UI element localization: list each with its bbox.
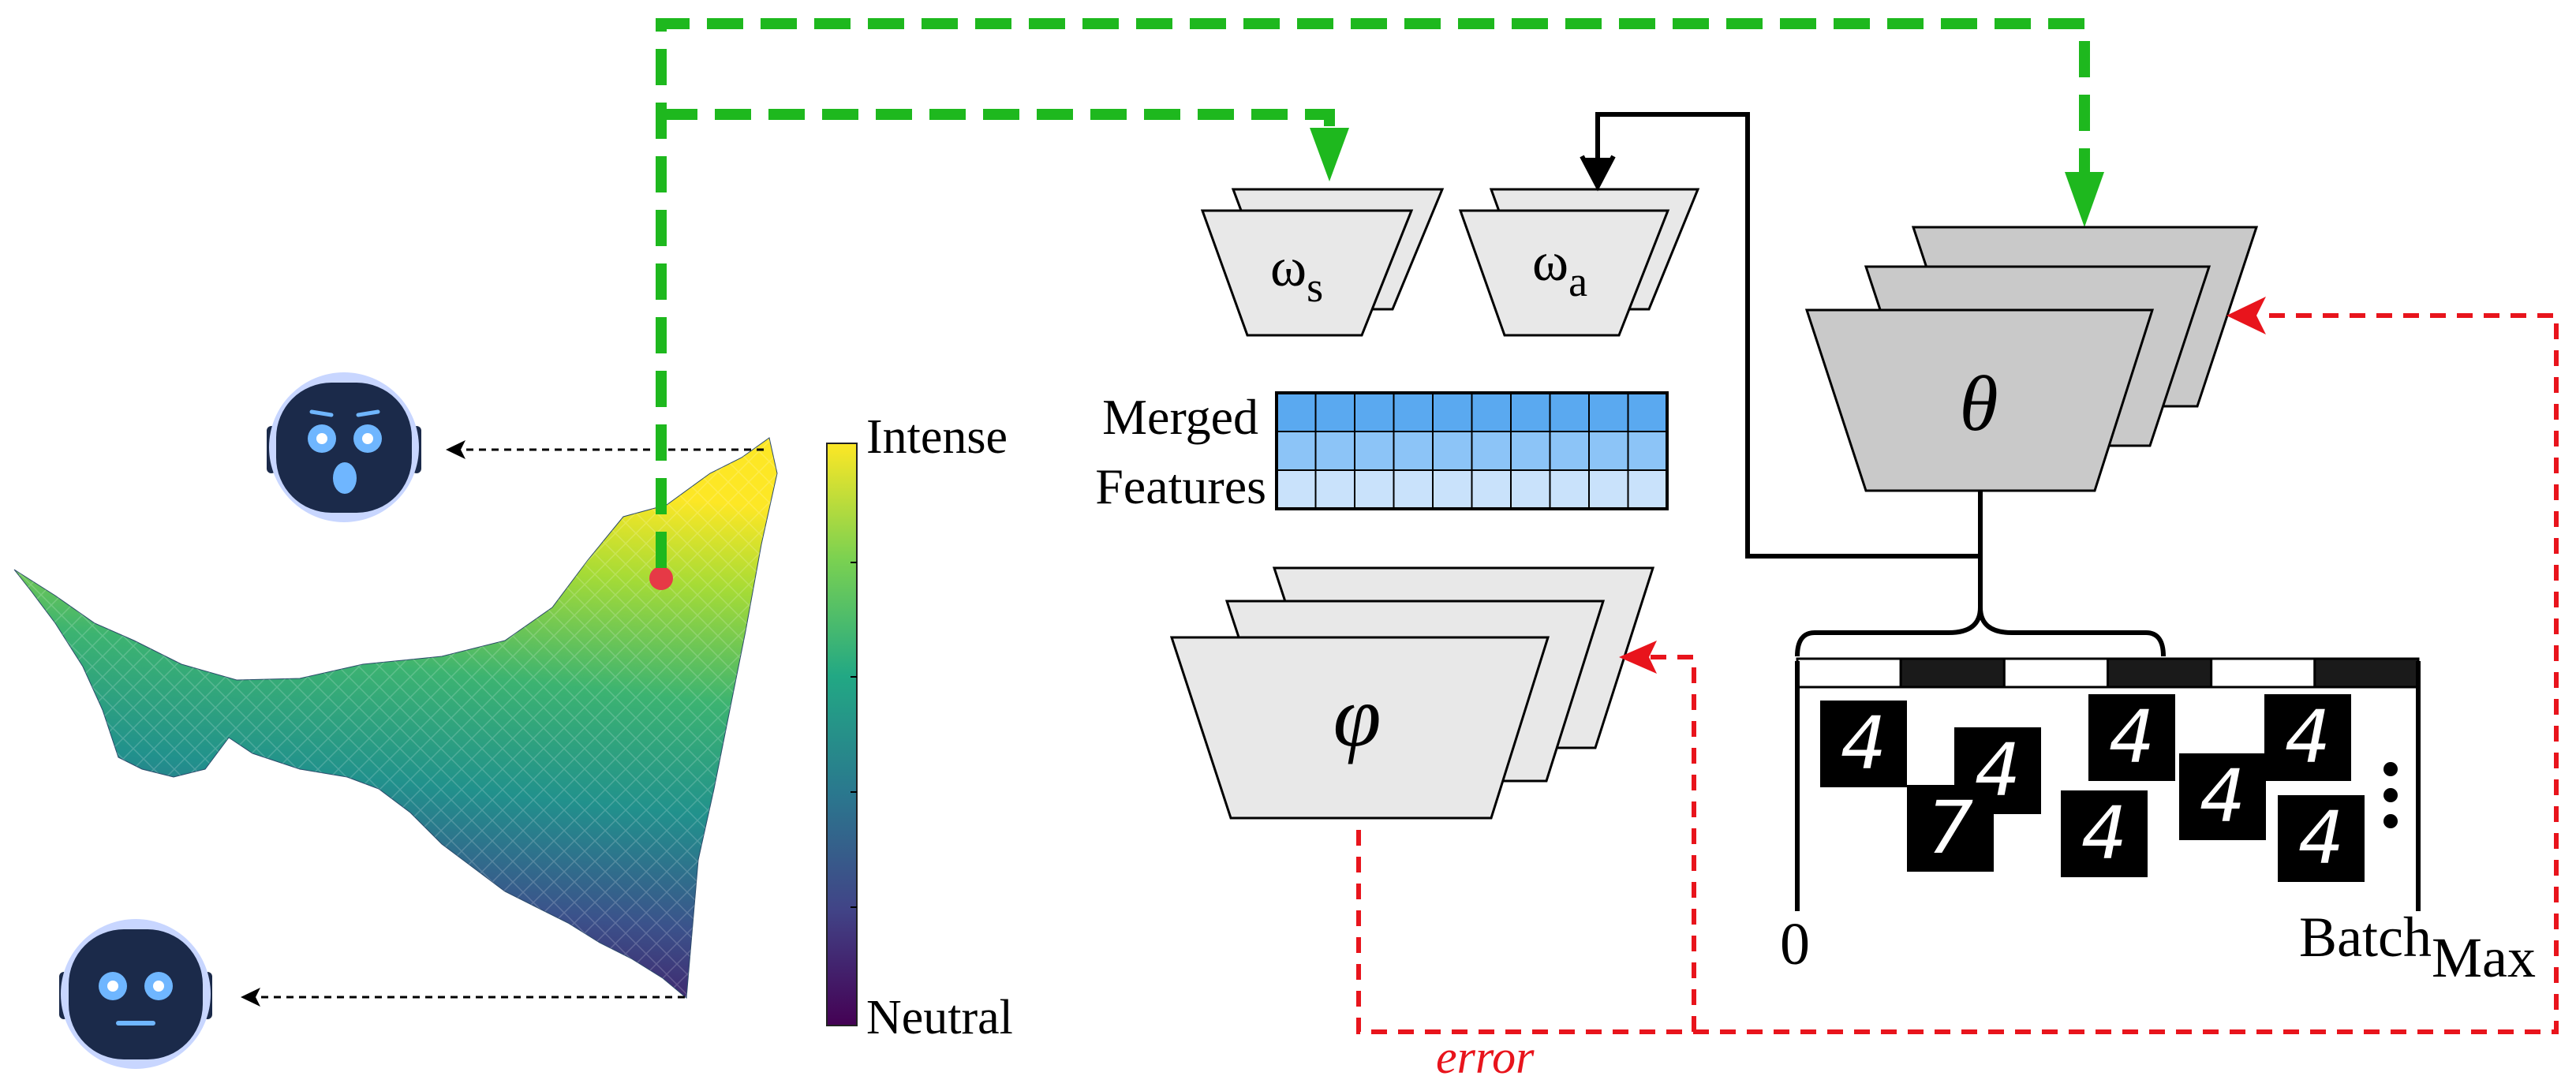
feature-cell (1627, 392, 1668, 432)
feature-grid-border (1275, 391, 1669, 510)
red-arrowhead-phi (1619, 641, 1657, 674)
digit-label: 7 (1927, 786, 1974, 870)
merged-features-line2: Features (1095, 458, 1266, 514)
feature-cell (1588, 392, 1629, 432)
feature-cell (1549, 469, 1590, 510)
digit-label: 4 (2200, 754, 2246, 839)
green-arrowhead-theta (2065, 172, 2104, 227)
colorbar (826, 443, 858, 1026)
robot-neutral-icon (59, 919, 212, 1069)
feature-cell (1276, 469, 1317, 510)
digit-tile (1907, 785, 1994, 872)
black-arrowhead-omega-a (1584, 158, 1611, 185)
digit-tile (2179, 753, 2266, 840)
batch-segment (2107, 657, 2213, 689)
batch-brace (1795, 491, 2166, 657)
feature-cell (1588, 469, 1629, 510)
feature-cell (1314, 392, 1355, 432)
theta-to-omega-a-connector (1595, 112, 1980, 559)
loss-surface (13, 437, 778, 999)
batch-segment (2210, 657, 2316, 689)
error-label: error (1436, 1031, 1535, 1083)
batch-frame (1795, 661, 2421, 911)
feature-cell (1314, 469, 1355, 510)
feature-cell (1549, 431, 1590, 471)
merged-features-line1: Merged (1102, 389, 1258, 445)
batch-segment (1796, 657, 1902, 689)
red-arrowhead-theta (2226, 297, 2266, 334)
green-arrowhead-omega-s (1310, 128, 1349, 181)
feature-cell (1393, 431, 1434, 471)
batch-strip (1796, 657, 2420, 689)
batch-end-word1: Batch (2299, 906, 2432, 969)
feature-cell (1471, 431, 1512, 471)
digit-label: 4 (2081, 791, 2128, 876)
network-omega-a (1458, 188, 1700, 337)
phi-label: φ (1333, 668, 1381, 764)
feature-cell (1432, 469, 1473, 510)
feature-cell (1471, 392, 1512, 432)
feature-cell (1549, 392, 1590, 432)
digit-tile (1820, 701, 1907, 787)
colorbar-top-label: Intense (866, 410, 1008, 464)
network-theta (1804, 226, 2259, 492)
feature-cell (1510, 392, 1551, 432)
batch-segment (2002, 657, 2109, 689)
digit-tile (2061, 790, 2148, 877)
feature-cell (1354, 469, 1395, 510)
network-phi (1169, 566, 1655, 820)
feature-cell (1627, 431, 1668, 471)
error-loop (1356, 313, 2559, 1034)
feature-cell (1510, 431, 1551, 471)
feature-cell (1276, 392, 1317, 432)
digit-label: 4 (1841, 701, 1887, 786)
feature-cell (1393, 392, 1434, 432)
feature-cell (1471, 469, 1512, 510)
feature-cell (1588, 431, 1629, 471)
batch-segment (2313, 657, 2420, 689)
batch-end-word2: Max (2432, 926, 2536, 989)
feature-cell (1627, 469, 1668, 510)
feature-cell (1432, 431, 1473, 471)
feature-cell (1354, 431, 1395, 471)
feature-cell (1276, 431, 1317, 471)
theta-label: θ (1959, 360, 1998, 447)
network-omega-s (1200, 188, 1445, 337)
colorbar-bottom-label: Neutral (866, 991, 1013, 1044)
digit-label: 4 (2109, 695, 2155, 779)
digit-tile (2278, 795, 2365, 882)
digit-label: 4 (2285, 695, 2331, 779)
omega-s-label: ωs (1270, 237, 1323, 311)
more-samples-ellipsis-icon (2383, 762, 2398, 828)
merged-features-grid (1275, 391, 1669, 510)
batch-start-label: 0 (1780, 911, 1810, 977)
omega-a-label: ωa (1532, 232, 1587, 305)
feature-cell (1510, 469, 1551, 510)
feature-cell (1393, 469, 1434, 510)
green-dashed-arrows (656, 18, 2090, 568)
robot-surprised-icon (267, 372, 421, 522)
batch-segment (1899, 657, 2006, 689)
current-position-marker (649, 566, 673, 590)
feature-cell (1354, 392, 1395, 432)
digit-tile (2088, 694, 2175, 781)
digit-label: 4 (2298, 796, 2345, 880)
digit-tile (2264, 694, 2351, 781)
surface-to-robot-arrows (241, 440, 764, 1007)
feature-cell (1314, 431, 1355, 471)
feature-cell (1432, 392, 1473, 432)
